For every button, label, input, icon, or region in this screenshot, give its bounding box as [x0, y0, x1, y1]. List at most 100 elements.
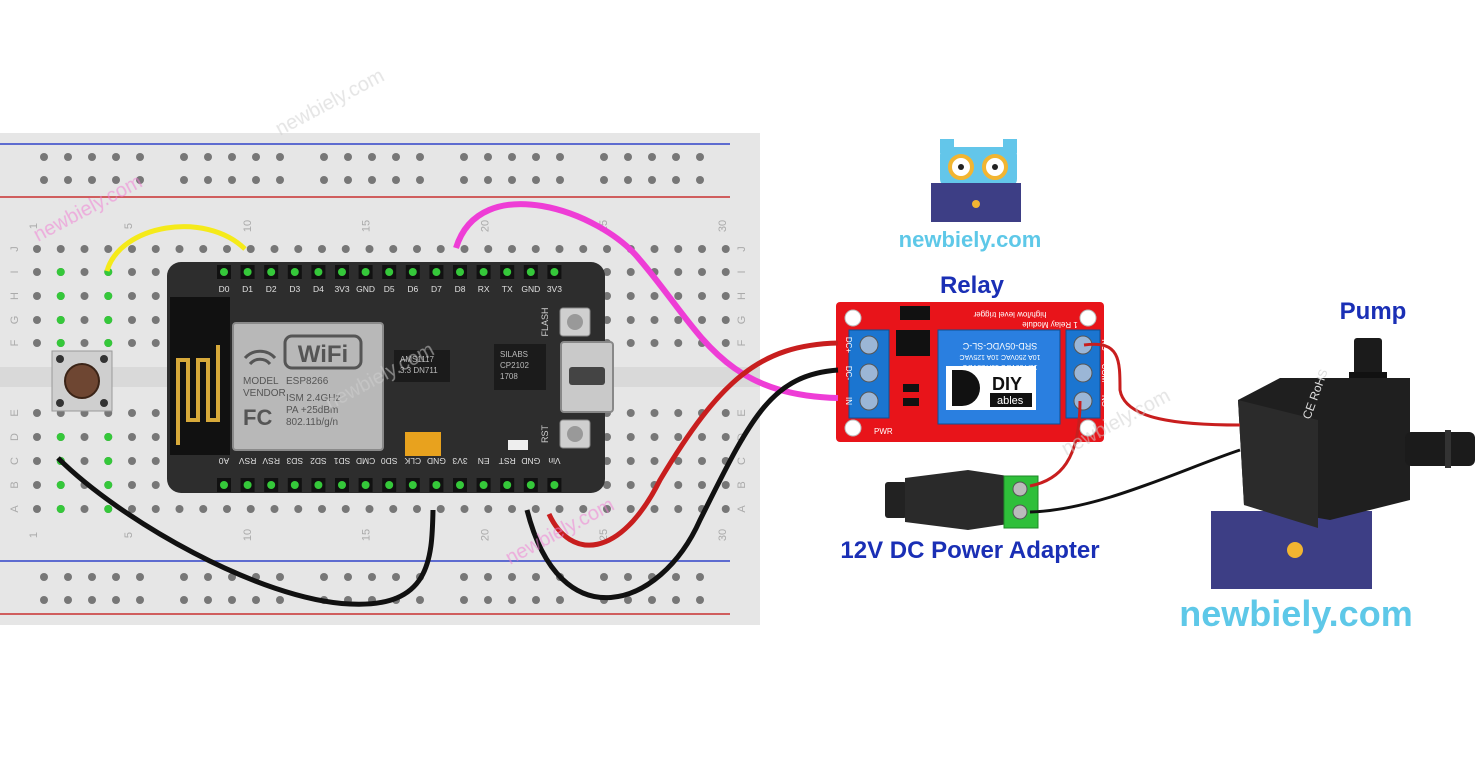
breadboard-hole	[128, 481, 136, 489]
column-number: 15	[361, 220, 373, 232]
rail-hole	[648, 153, 656, 161]
breadboard-hole	[721, 409, 730, 417]
relay-header-text: 1 Relay Module	[1022, 320, 1078, 329]
rail-hole	[88, 596, 96, 604]
pump-label: Pump	[1340, 298, 1407, 325]
breadboard-hole	[33, 457, 41, 465]
relay-mount-hole	[844, 419, 862, 437]
breadboard-hole	[341, 505, 350, 513]
rail-hole	[416, 176, 424, 184]
breadboard-hole	[413, 245, 421, 253]
connected-hole	[56, 505, 65, 513]
relay-pin-com: COM	[1100, 364, 1109, 383]
breadboard-hole	[80, 339, 89, 347]
watermark-text: newbiely.com	[272, 65, 388, 141]
owl-eye	[958, 164, 964, 170]
header-pin-hole	[503, 481, 512, 489]
breadboard-hole	[175, 505, 184, 513]
header-pin-hole	[314, 481, 323, 489]
rail-hole	[112, 153, 120, 161]
rail-hole	[484, 573, 492, 581]
rail-hole	[204, 153, 212, 161]
rail-hole	[460, 596, 468, 604]
terminal-screw	[859, 363, 879, 383]
connected-hole	[56, 316, 65, 324]
rail-hole	[252, 176, 260, 184]
header-pin-hole	[243, 481, 252, 489]
breadboard-hole	[674, 268, 683, 276]
breadboard-hole	[698, 457, 706, 465]
breadboard-hole	[721, 433, 730, 441]
rail-hole	[648, 596, 656, 604]
breadboard-hole	[626, 481, 635, 489]
header-pin-hole	[267, 481, 276, 489]
usb-chip-text: CP2102	[500, 361, 529, 370]
rail-hole	[344, 176, 352, 184]
pin-label: RX	[478, 284, 490, 294]
breadboard-hole	[294, 245, 303, 253]
breadboard-hole	[674, 339, 683, 347]
rail-hole	[88, 176, 96, 184]
breadboard-hole	[151, 339, 160, 347]
rail-hole	[344, 153, 352, 161]
row-letter: B	[9, 481, 21, 488]
pin-label: GND	[356, 284, 375, 294]
wifi-icon	[243, 349, 277, 366]
header-pin-hole	[220, 268, 228, 276]
breadboard-hole	[626, 505, 635, 513]
header-pin-hole	[243, 268, 252, 276]
push-button-cap	[64, 363, 100, 399]
header-pin-hole	[479, 481, 488, 489]
breadboard-hole	[104, 245, 113, 253]
flash-label: FLASH	[540, 307, 550, 336]
breadboard-hole	[33, 505, 41, 513]
wifi-logo: WiFi	[243, 334, 363, 370]
pin-label: D0	[219, 284, 230, 294]
header-pin-hole	[338, 268, 346, 276]
owl-logo	[931, 139, 1021, 222]
connected-hole	[56, 268, 65, 276]
connected-hole	[56, 433, 65, 441]
column-number: 5	[123, 532, 135, 538]
header-pin-hole	[456, 268, 464, 276]
row-letter: G	[9, 316, 21, 325]
breadboard-hole	[650, 505, 659, 513]
breadboard-hole	[341, 245, 350, 253]
breadboard-hole	[294, 505, 303, 513]
breadboard-hole	[508, 245, 516, 253]
breadboard-hole	[128, 505, 136, 513]
breadboard-hole	[721, 292, 730, 300]
owl-laptop-dot	[972, 200, 980, 208]
rail-hole	[672, 573, 680, 581]
header-pin-hole	[408, 268, 417, 276]
rail-hole	[88, 153, 96, 161]
wire-yellow	[104, 224, 247, 272]
rail-hole	[180, 176, 188, 184]
breadboard-hole	[128, 339, 136, 347]
terminal-screw	[1012, 481, 1028, 497]
wifi-logo-box	[283, 334, 363, 370]
rail-hole	[392, 573, 400, 581]
breadboard-hole	[318, 245, 326, 253]
rail-hole	[276, 153, 284, 161]
breadboard-hole	[674, 481, 683, 489]
regulator-text: AMS1117	[400, 355, 434, 364]
wires	[56, 201, 1241, 607]
breadboard-hole	[151, 505, 160, 513]
breadboard-hole	[603, 505, 611, 513]
rail-hole	[556, 176, 564, 184]
relay-label: Relay	[940, 272, 1005, 299]
breadboard-hole	[128, 316, 136, 324]
connected-hole	[104, 457, 113, 465]
terminal-screw	[859, 335, 879, 355]
rail-hole	[136, 176, 144, 184]
pin-label: D1	[242, 284, 253, 294]
rail-hole	[64, 573, 72, 581]
rail-hole	[672, 153, 680, 161]
smd-component	[508, 440, 528, 450]
rail-hole	[624, 153, 632, 161]
rail-hole	[180, 573, 188, 581]
breadboard-hole	[603, 245, 611, 253]
